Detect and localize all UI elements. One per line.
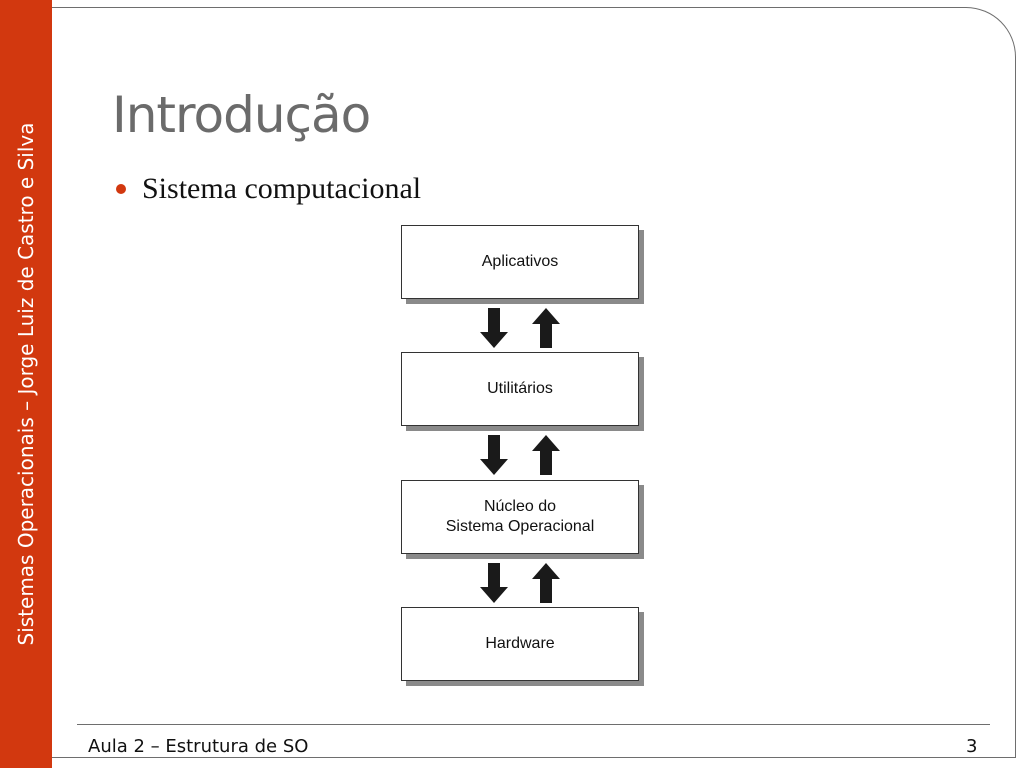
layer-label-line: Aplicativos [481, 253, 559, 270]
page-number: 3 [966, 736, 978, 757]
down-arrow-icon [480, 563, 508, 603]
layer-box-utilitarios: Utilitários [401, 352, 639, 426]
layer-label-line: Utilitários [487, 380, 553, 397]
layer-label-line: Sistema Operacional [445, 518, 595, 535]
layer-box-aplicativos: Aplicativos [401, 225, 639, 299]
down-arrow-icon [480, 308, 508, 348]
up-arrow-icon [532, 435, 560, 475]
bullet-dot-icon [116, 184, 126, 194]
up-arrow-icon [532, 308, 560, 348]
footer-text: Aula 2 – Estrutura de SO [88, 736, 309, 757]
slide-title: Introdução [112, 86, 371, 144]
bidirectional-arrows-icon [480, 435, 560, 475]
layer-label-line: Núcleo do [483, 498, 557, 515]
bidirectional-arrows-icon [480, 563, 560, 603]
layer-label: Utilitários [487, 379, 553, 399]
layer-label: Aplicativos [482, 252, 558, 272]
up-arrow-icon [532, 563, 560, 603]
sidebar-author-text: Sistemas Operacionais – Jorge Luiz de Ca… [14, 122, 38, 646]
footer-divider [77, 724, 990, 725]
down-arrow-icon [480, 435, 508, 475]
slide-frame [52, 7, 1016, 758]
bidirectional-arrows-icon [480, 308, 560, 348]
layer-box-hardware: Hardware [401, 607, 639, 681]
sidebar: Sistemas Operacionais – Jorge Luiz de Ca… [0, 0, 52, 768]
layer-label-line: Hardware [485, 635, 555, 652]
bullet-text: Sistema computacional [142, 172, 422, 205]
layer-box-nucleo: Núcleo do Sistema Operacional [401, 480, 639, 554]
layer-label: Hardware [485, 634, 554, 654]
layer-label: Núcleo do Sistema Operacional [446, 497, 595, 537]
bullet-item: Sistema computacional [116, 172, 421, 206]
